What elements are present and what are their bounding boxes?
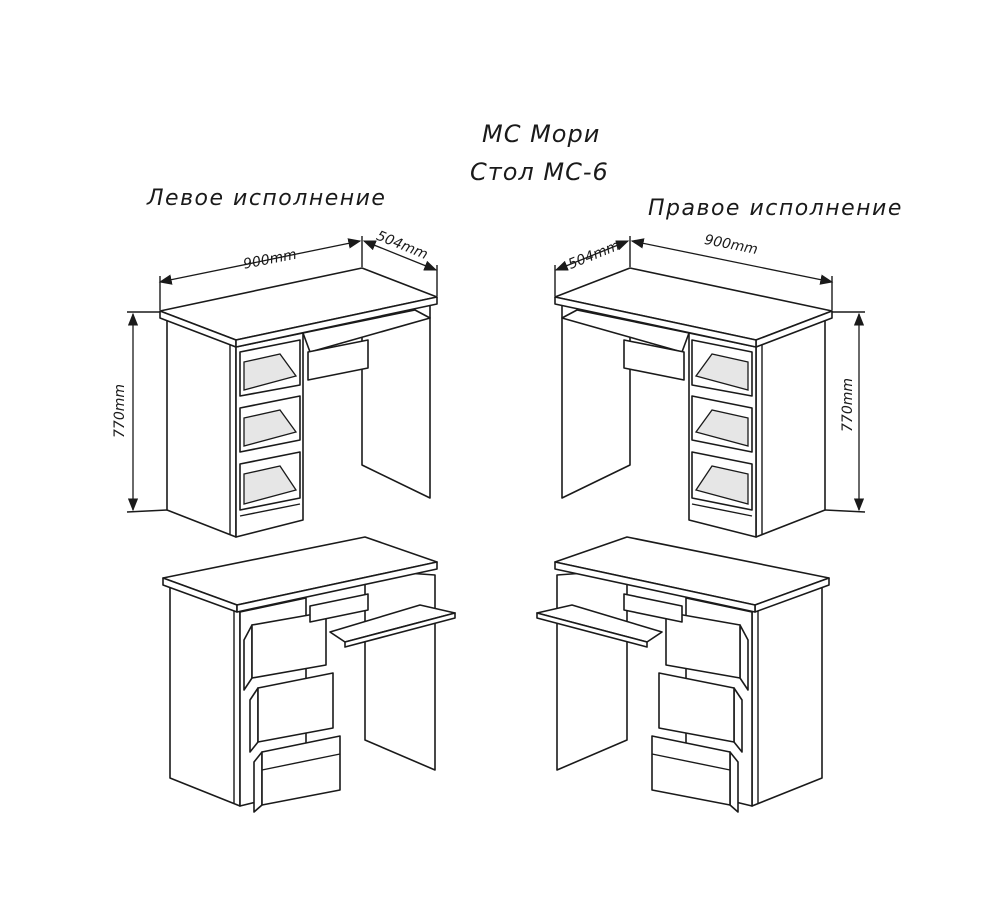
desk-right-closed: [554, 236, 865, 538]
desk-left-closed: [127, 236, 438, 538]
desk-left-open: [162, 536, 456, 813]
title-series: МС Мори: [482, 120, 601, 148]
desk-right-open: [536, 536, 830, 813]
label-left-variant: Левое исполнение: [147, 186, 387, 211]
title-model: Стол МС-6: [470, 158, 609, 186]
right-height-label: 770mm: [840, 378, 856, 432]
label-right-variant: Правое исполнение: [648, 196, 903, 221]
left-height-label: 770mm: [112, 384, 128, 438]
